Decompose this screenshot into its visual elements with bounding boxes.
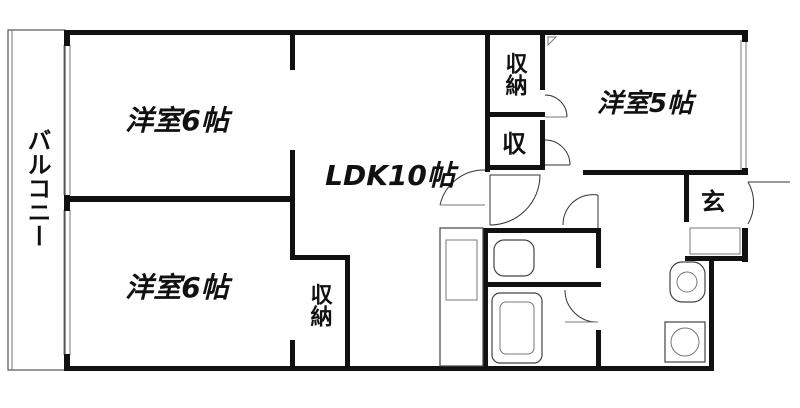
room-label-balcony: バルコニー: [23, 128, 51, 248]
washer-icon: [664, 321, 706, 363]
room-label-storage-bottom: 収納: [307, 283, 333, 328]
room-label-western-5: 洋室5帖: [597, 89, 697, 119]
windows: [63, 40, 747, 355]
toilet-icon: [493, 239, 535, 277]
door-swings: [439, 36, 790, 323]
room-label-western-6-top: 洋室6帖: [125, 104, 232, 137]
room-label-western-6-bottom: 洋室6帖: [125, 271, 232, 304]
bathtub-icon: [491, 292, 543, 364]
fixtures: [439, 227, 741, 367]
room-label-ldk: LDK10帖: [325, 159, 459, 192]
walls: [64, 30, 748, 371]
room-label-storage-top: 収納: [502, 52, 528, 97]
room-label-entrance: 玄: [701, 188, 725, 216]
sink-icon: [669, 261, 706, 303]
room-label-storage-small: 収: [502, 130, 527, 158]
